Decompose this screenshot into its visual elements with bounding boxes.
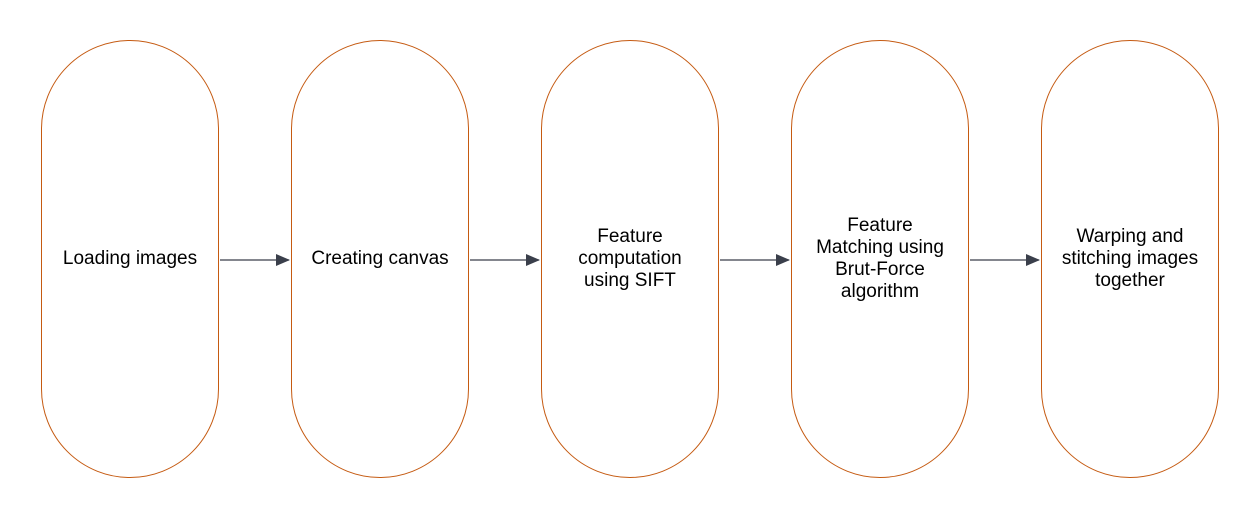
step-creating-canvas: Creating canvas [291, 40, 469, 478]
step-warping-stitching: Warping and stitching images together [1041, 40, 1219, 478]
step-feature-matching: Feature Matching using Brut-Force algori… [791, 40, 969, 478]
step-label: Loading images [62, 248, 198, 269]
step-label: Warping and stitching images together [1061, 226, 1199, 291]
step-feature-computation: Feature computation using SIFT [541, 40, 719, 478]
step-label: Creating canvas [311, 248, 449, 269]
step-label: Feature computation using SIFT [578, 226, 682, 291]
step-label: Feature Matching using Brut-Force algori… [816, 215, 944, 302]
step-loading-images: Loading images [41, 40, 219, 478]
